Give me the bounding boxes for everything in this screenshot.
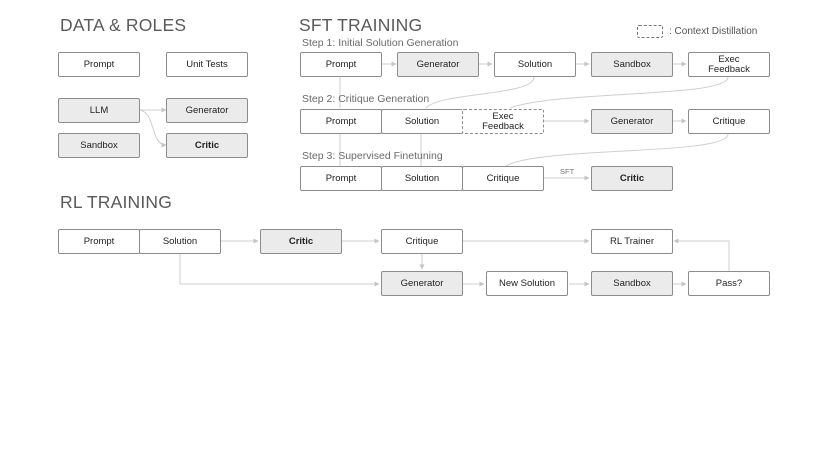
node-rl-pass-check: Pass? bbox=[688, 271, 770, 296]
edge-s1-solution-to-s2 bbox=[425, 76, 535, 109]
node-rl-prompt: Prompt bbox=[58, 229, 140, 254]
edge-label-sft: SFT bbox=[560, 167, 575, 176]
section-title-data-roles: DATA & ROLES bbox=[60, 15, 187, 35]
node-s1-prompt: Prompt bbox=[300, 52, 382, 77]
node-role-generator: Generator bbox=[166, 98, 248, 123]
node-rl-sandbox: Sandbox bbox=[591, 271, 673, 296]
node-data-prompt: Prompt bbox=[58, 52, 140, 77]
legend-dashed-box-swatch bbox=[637, 25, 663, 38]
node-s3-prompt: Prompt bbox=[300, 166, 382, 191]
node-role-llm: LLM bbox=[58, 98, 140, 123]
step-1-title: Step 1: Initial Solution Generation bbox=[302, 37, 459, 49]
node-s3-critic: Critic bbox=[591, 166, 673, 191]
node-s2-exec-feedback: Exec Feedback bbox=[462, 109, 544, 134]
edge-rl-solution-generator bbox=[179, 254, 380, 287]
node-s1-generator: Generator bbox=[397, 52, 479, 77]
node-rl-solution: Solution bbox=[139, 229, 221, 254]
node-s3-solution: Solution bbox=[381, 166, 463, 191]
node-s2-solution: Solution bbox=[381, 109, 463, 134]
section-title-sft-training: SFT TRAINING bbox=[299, 15, 423, 35]
node-rl-generator: Generator bbox=[381, 271, 463, 296]
node-s1-solution: Solution bbox=[494, 52, 576, 77]
step-3-title: Step 3: Supervised Finetuning bbox=[302, 150, 443, 162]
node-s2-generator: Generator bbox=[591, 109, 673, 134]
node-role-critic: Critic bbox=[166, 133, 248, 158]
node-s3-critique: Critique bbox=[462, 166, 544, 191]
edge-rl-pass-trainer bbox=[673, 238, 730, 271]
node-data-unit-tests: Unit Tests bbox=[166, 52, 248, 77]
node-rl-new-solution: New Solution bbox=[486, 271, 568, 296]
step-2-title: Step 2: Critique Generation bbox=[302, 93, 430, 105]
node-s2-prompt: Prompt bbox=[300, 109, 382, 134]
edge-s1-exec-to-s2 bbox=[509, 76, 729, 109]
node-role-sandbox: Sandbox bbox=[58, 133, 140, 158]
legend-label: : Context Distillation bbox=[669, 26, 758, 37]
edge-s2-critique-to-s3 bbox=[505, 133, 729, 167]
node-s1-sandbox: Sandbox bbox=[591, 52, 673, 77]
node-s2-critique: Critique bbox=[688, 109, 770, 134]
node-rl-critic: Critic bbox=[260, 229, 342, 254]
legend: : Context Distillation bbox=[637, 25, 757, 38]
section-title-rl-training: RL TRAINING bbox=[60, 192, 173, 212]
node-rl-trainer: RL Trainer bbox=[591, 229, 673, 254]
node-rl-critique: Critique bbox=[381, 229, 463, 254]
edge-llm-critic bbox=[137, 109, 167, 148]
node-s1-exec-feedback: Exec Feedback bbox=[688, 52, 770, 77]
